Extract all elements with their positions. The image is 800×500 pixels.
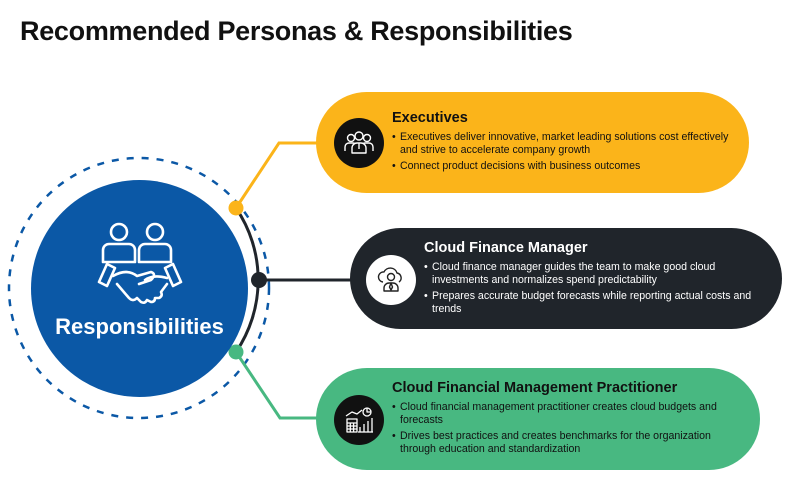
- bullet-item: Prepares accurate budget forecasts while…: [424, 290, 759, 316]
- responsibilities-hub: Responsibilities: [31, 180, 248, 397]
- executives-group-icon: [344, 131, 374, 154]
- bullet-item: Drives best practices and creates benchm…: [392, 430, 742, 456]
- persona-bullets: Executives deliver innovative, market le…: [392, 131, 742, 176]
- page-title: Recommended Personas & Responsibilities: [20, 16, 573, 46]
- handshake-people-icon: [97, 222, 183, 304]
- persona-card-cloud-finance-manager: Cloud Finance Manager Cloud finance mana…: [350, 228, 782, 329]
- exec-node-dot: [228, 200, 244, 216]
- persona-bullets: Cloud financial management practitioner …: [392, 401, 742, 459]
- dashed-ring: [7, 156, 271, 420]
- persona-heading: Cloud Finance Manager: [424, 240, 588, 256]
- persona-heading: Executives: [392, 110, 468, 126]
- cloud-manager-icon: [377, 267, 402, 292]
- hub-label: Responsibilities: [55, 314, 224, 339]
- persona-card-practitioner: Cloud Financial Management Practitioner …: [316, 368, 760, 470]
- cloud-manager-icon-disc: [366, 255, 416, 305]
- prac-connector: [234, 351, 318, 420]
- bullet-item: Executives deliver innovative, market le…: [392, 131, 742, 157]
- persona-bullets: Cloud finance manager guides the team to…: [424, 261, 759, 319]
- persona-heading: Cloud Financial Management Practitioner: [392, 380, 678, 396]
- prac-node-dot: [228, 344, 244, 360]
- budget-chart-icon: [345, 407, 373, 433]
- bullet-item: Cloud finance manager guides the team to…: [424, 261, 759, 287]
- exec-connector: [234, 141, 318, 209]
- executives-icon-disc: [334, 118, 384, 168]
- budget-chart-icon-disc: [334, 395, 384, 445]
- cfm-node-dot: [251, 272, 267, 288]
- bullet-item: Cloud financial management practitioner …: [392, 401, 742, 427]
- persona-card-executives: Executives Executives deliver innovative…: [316, 92, 749, 193]
- bullet-item: Connect product decisions with business …: [392, 160, 742, 173]
